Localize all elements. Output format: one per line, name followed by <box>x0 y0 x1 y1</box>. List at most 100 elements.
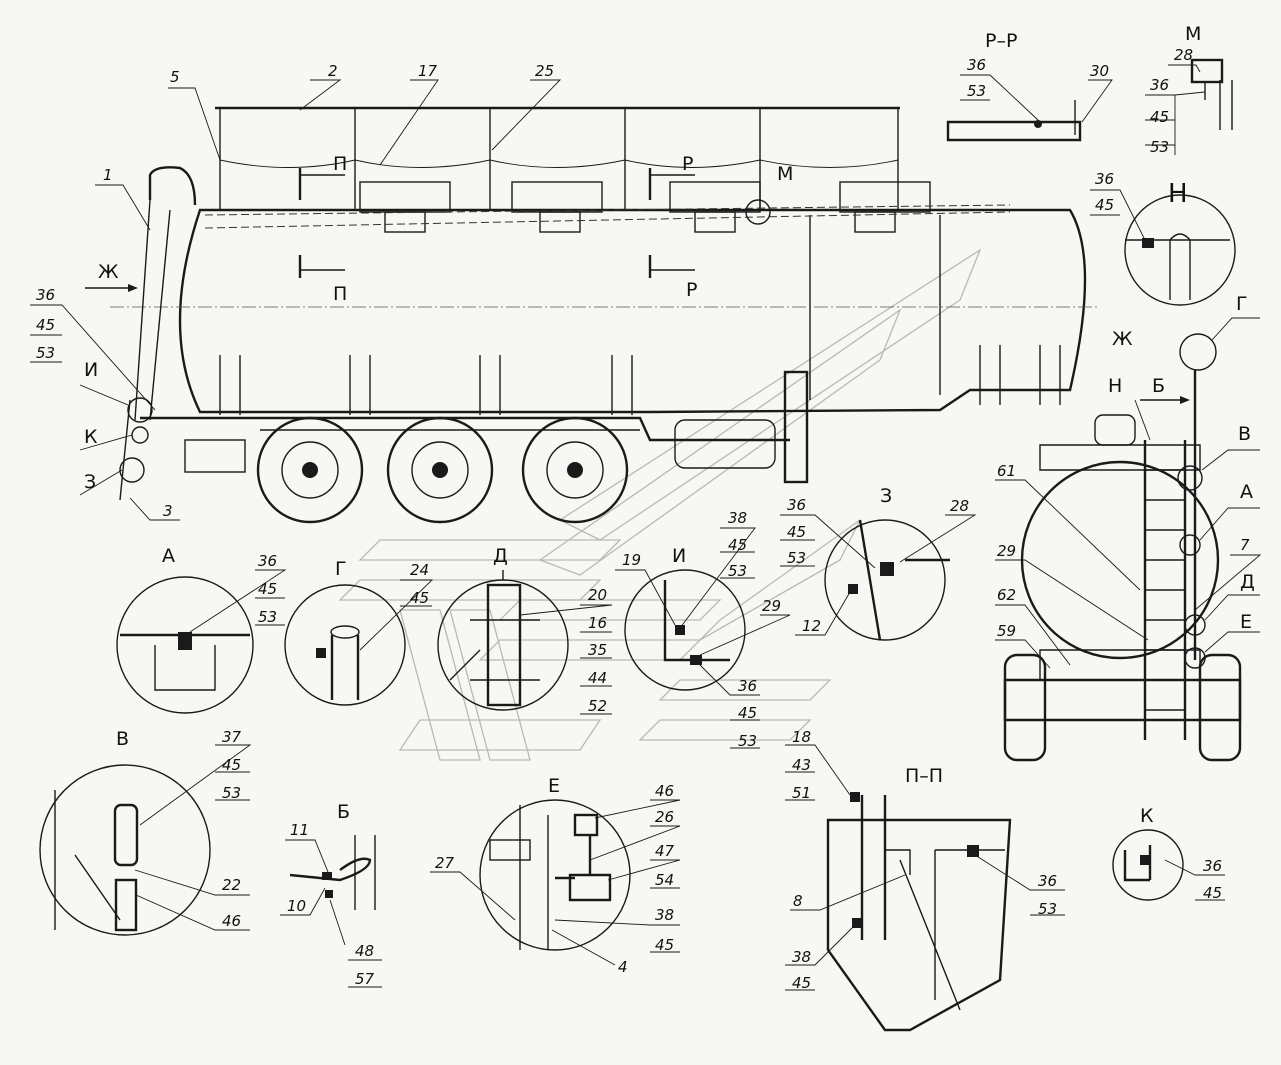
section-label-p-top: П <box>333 153 347 175</box>
svg-text:53: 53 <box>738 732 757 750</box>
svg-text:59: 59 <box>997 622 1016 640</box>
svg-text:7: 7 <box>1240 536 1250 554</box>
section-pp: П–П 18 43 51 8 38 45 36 53 <box>785 728 1065 1032</box>
svg-text:12: 12 <box>802 617 821 635</box>
svg-text:45: 45 <box>787 523 806 541</box>
svg-text:26: 26 <box>655 808 674 826</box>
svg-text:24: 24 <box>410 561 429 579</box>
svg-text:8: 8 <box>793 892 803 910</box>
svg-text:45: 45 <box>410 589 429 607</box>
section-label-r-bottom: Р <box>686 279 697 301</box>
svg-text:45: 45 <box>655 936 674 954</box>
detail-title-a: А <box>162 545 175 567</box>
svg-text:36: 36 <box>738 677 757 695</box>
svg-text:53: 53 <box>728 562 747 580</box>
callout-17: 17 <box>418 62 438 80</box>
svg-text:45: 45 <box>728 536 747 554</box>
view-arrow-zh: Ж <box>98 261 119 283</box>
wheels <box>256 416 629 524</box>
svg-text:45: 45 <box>222 756 241 774</box>
svg-text:38: 38 <box>655 906 674 924</box>
svg-text:53: 53 <box>1150 138 1169 156</box>
rear-detail-g: Г <box>1236 293 1248 315</box>
watermark-logo <box>338 248 982 761</box>
svg-text:27: 27 <box>435 854 455 872</box>
callout-5: 5 <box>170 68 180 86</box>
svg-text:36: 36 <box>258 552 277 570</box>
svg-text:38: 38 <box>792 948 811 966</box>
detail-title-z: З <box>880 485 892 507</box>
svg-text:36: 36 <box>1095 170 1114 188</box>
svg-text:43: 43 <box>792 756 811 774</box>
svg-text:62: 62 <box>997 586 1016 604</box>
svg-text:53: 53 <box>258 608 277 626</box>
view-rr: Р–Р 36 53 30 <box>946 30 1113 142</box>
section-title-pp: П–П <box>905 765 943 787</box>
callout-2: 2 <box>328 62 338 80</box>
detail-i: И 19 38 45 53 29 36 45 53 <box>615 509 791 750</box>
detail-v: В 37 45 53 22 46 <box>39 728 252 936</box>
svg-text:10: 10 <box>287 897 306 915</box>
detail-z: З 36 45 53 28 12 <box>780 485 977 641</box>
view-m: М 28 36 45 53 <box>1145 23 1233 156</box>
detail-title-v: В <box>116 728 129 750</box>
rear-view: Ж Г Н Б В А Д Е 7 61 29 62 59 <box>995 293 1262 762</box>
detail-title-b: Б <box>337 801 350 823</box>
callout-25: 25 <box>535 62 554 80</box>
svg-text:Д: Д <box>1240 571 1255 593</box>
svg-text:30: 30 <box>1090 62 1109 80</box>
svg-text:28: 28 <box>950 497 969 515</box>
svg-text:36: 36 <box>967 56 986 74</box>
svg-text:36: 36 <box>1150 76 1169 94</box>
front-ladder <box>148 166 197 206</box>
svg-text:35: 35 <box>588 641 607 659</box>
callout-53: 53 <box>36 344 55 362</box>
callout-45: 45 <box>36 316 55 334</box>
svg-text:29: 29 <box>997 542 1016 560</box>
svg-text:52: 52 <box>588 697 607 715</box>
detail-title-e: Е <box>548 775 560 797</box>
svg-text:19: 19 <box>622 551 641 569</box>
svg-text:37: 37 <box>222 728 242 746</box>
detail-title-g: Г <box>335 558 347 580</box>
svg-text:57: 57 <box>355 970 375 988</box>
svg-text:45: 45 <box>1150 108 1169 126</box>
svg-text:А: А <box>1240 481 1253 503</box>
detail-label-k: К <box>84 426 98 448</box>
detail-b: Б 11 10 48 57 <box>280 801 382 988</box>
view-n: Н 36 45 <box>1090 170 1236 306</box>
svg-text:4: 4 <box>618 958 628 976</box>
svg-text:36: 36 <box>787 496 806 514</box>
rear-arrow-b: Б <box>1152 375 1165 397</box>
detail-a: А 36 45 53 <box>116 545 287 714</box>
svg-text:53: 53 <box>787 549 806 567</box>
svg-text:54: 54 <box>655 871 674 889</box>
svg-text:47: 47 <box>655 842 675 860</box>
detail-title-i: И <box>672 545 686 567</box>
hatches <box>359 181 931 233</box>
detail-title-k: К <box>1140 805 1154 827</box>
callout-3: 3 <box>163 502 173 520</box>
svg-text:53: 53 <box>222 784 241 802</box>
svg-text:20: 20 <box>588 586 607 604</box>
svg-text:36: 36 <box>1203 857 1222 875</box>
svg-text:Е: Е <box>1240 611 1252 633</box>
svg-text:11: 11 <box>290 821 309 839</box>
svg-text:53: 53 <box>967 82 986 100</box>
svg-text:46: 46 <box>222 912 241 930</box>
chassis-frame <box>140 416 790 442</box>
svg-text:16: 16 <box>588 614 607 632</box>
svg-text:45: 45 <box>738 704 757 722</box>
callout-1: 1 <box>103 166 113 184</box>
svg-text:18: 18 <box>792 728 811 746</box>
detail-e: Е 46 26 47 54 27 38 45 4 <box>430 775 681 976</box>
svg-text:45: 45 <box>258 580 277 598</box>
svg-text:44: 44 <box>588 669 607 687</box>
svg-text:В: В <box>1238 423 1251 445</box>
callout-36: 36 <box>36 286 55 304</box>
main-side-view: П П Р Р М Ж 5 2 17 25 1 36 45 53 И К З 3 <box>30 62 1100 524</box>
view-title-n: Н <box>1168 179 1188 209</box>
svg-text:38: 38 <box>728 509 747 527</box>
